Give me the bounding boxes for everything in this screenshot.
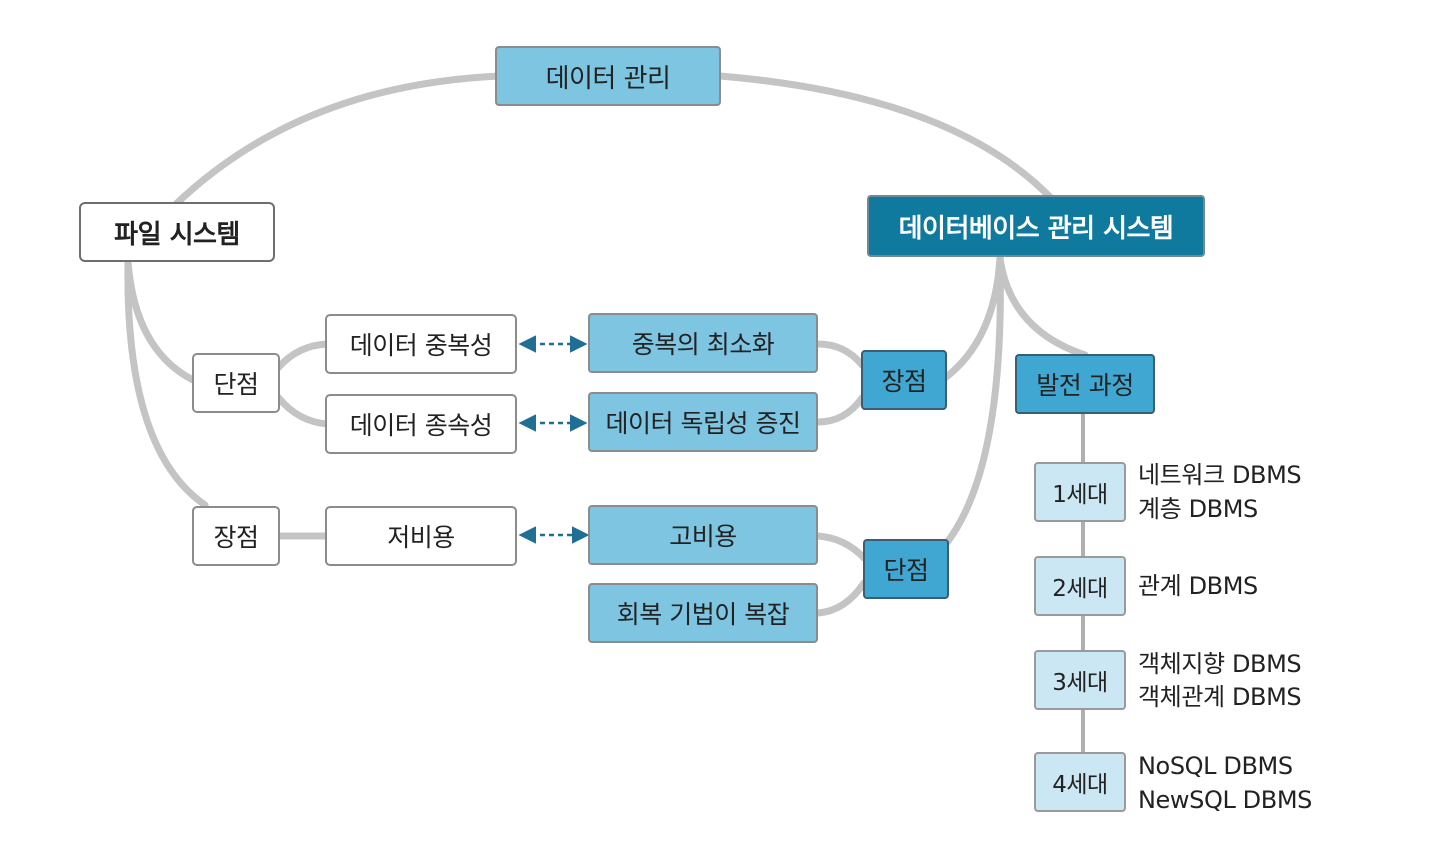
fs-dis-to-redundancy [274, 340, 332, 372]
data-management-node: 데이터 관리 [495, 46, 721, 106]
fs-disadvantage-node: 단점 [192, 353, 280, 413]
generation-4-node: 4세대 [1034, 752, 1126, 812]
dbms-to-disadvantage [941, 254, 1004, 549]
dbms-adv-to-min [814, 340, 866, 369]
generation-1-item-1: 네트워크 DBMS [1138, 461, 1302, 489]
fs-dis-to-dependency [274, 393, 332, 428]
generation-2-node: 2세대 [1034, 556, 1126, 616]
arc-to-file-system [171, 72, 504, 209]
min-redundancy-node: 중복의 최소화 [588, 313, 818, 373]
dbms-dis-to-cost [814, 532, 868, 562]
dependency-node: 데이터 종속성 [325, 394, 517, 454]
dbms-disadvantage-node: 단점 [863, 539, 949, 599]
high-cost-node: 고비용 [588, 505, 818, 565]
generation-4-item-1: NoSQL DBMS [1138, 752, 1293, 780]
arc-to-dbms [716, 72, 1054, 201]
dbms-dis-to-recovery [814, 579, 868, 617]
dbms-advantage-node: 장점 [861, 350, 947, 410]
generation-1-item-2: 계층 DBMS [1138, 495, 1258, 523]
complex-recovery-node: 회복 기법이 복잡 [588, 583, 818, 643]
evolution-node: 발전 과정 [1015, 354, 1155, 414]
generation-3-node: 3세대 [1034, 650, 1126, 710]
generation-1-node: 1세대 [1034, 462, 1126, 522]
redundancy-node: 데이터 중복성 [325, 314, 517, 374]
fs-advantage-node: 장점 [192, 506, 280, 566]
generation-3-item-2: 객체관계 DBMS [1138, 683, 1302, 711]
dbms-to-advantage [941, 254, 1004, 382]
dbms-adv-to-indep [814, 394, 866, 426]
generation-2-item-1: 관계 DBMS [1138, 572, 1258, 600]
generation-3-item-1: 객체지향 DBMS [1138, 650, 1302, 678]
generation-4-item-2: NewSQL DBMS [1138, 786, 1312, 814]
data-independence-node: 데이터 독립성 증진 [588, 392, 818, 452]
low-cost-node: 저비용 [325, 506, 517, 566]
fs-to-disadvantage [124, 258, 197, 384]
dbms-to-evolution [996, 254, 1089, 359]
fs-to-advantage [124, 258, 209, 509]
file-system-node: 파일 시스템 [79, 202, 275, 262]
dbms-node: 데이터베이스 관리 시스템 [867, 195, 1205, 257]
